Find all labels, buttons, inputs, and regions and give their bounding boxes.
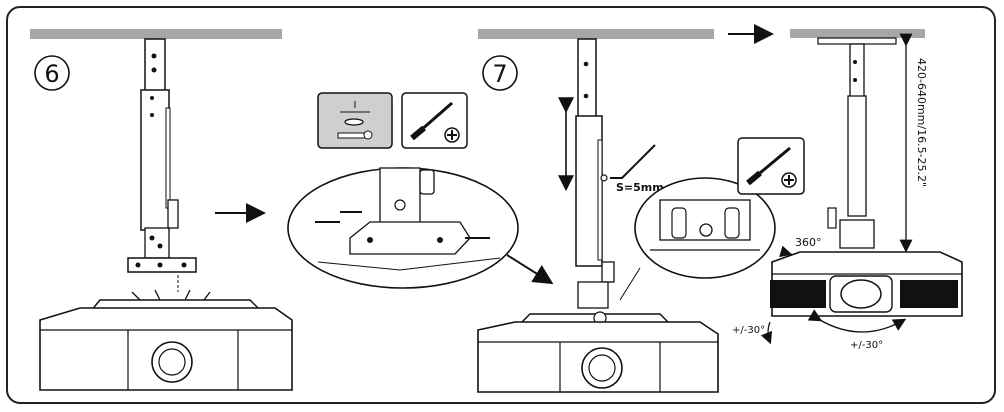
step-7-panel: 7 S=5mm <box>477 24 805 393</box>
pole-lower-final <box>847 95 867 217</box>
hex-key <box>610 144 656 179</box>
final-assembly: 420-640mm/16.5-25.2" 360° +/-30° +/-30° <box>732 29 963 351</box>
tilt-side-label: +/-30° <box>732 325 765 336</box>
ceiling-plate-final <box>790 29 925 38</box>
pole-upper-7 <box>577 38 597 120</box>
pole-knob-6 <box>167 199 179 229</box>
ceiling-plate-6 <box>30 29 282 39</box>
ceiling-plate-7 <box>478 29 714 39</box>
arrow-to-projector-7 <box>506 254 554 285</box>
length-range-label: 420-640mm/16.5-25.2" <box>915 58 928 187</box>
tilt-front-label: +/-30° <box>850 340 883 351</box>
step-6-badge <box>34 55 70 91</box>
projector-lens-final <box>840 279 882 309</box>
step-7-badge <box>482 55 518 91</box>
diagram-frame <box>6 6 996 404</box>
hex-key-size-label: S=5mm <box>616 181 664 194</box>
projector-vent-right <box>900 280 958 308</box>
tilt-side-arrow <box>760 321 773 345</box>
step-7-number: 7 <box>492 60 507 88</box>
pole-lower-6 <box>140 89 170 231</box>
pole-upper-final <box>849 43 865 100</box>
pole-upper-6 <box>144 38 166 95</box>
screwdriver-plus-icon <box>401 92 468 149</box>
projector-vent-left <box>770 280 826 308</box>
rotation-label: 360° <box>795 236 822 249</box>
step-6-panel: 6 I <box>30 29 519 391</box>
parts-count-label: I <box>354 100 357 111</box>
washer-screw-icon: I <box>317 92 393 149</box>
detail-oval-7 <box>619 177 776 301</box>
step-6-number: 6 <box>44 60 59 88</box>
detail-oval-6 <box>287 167 519 289</box>
screwdriver-plus-icon-7 <box>737 137 805 195</box>
tilt-front-arrow <box>807 309 907 333</box>
